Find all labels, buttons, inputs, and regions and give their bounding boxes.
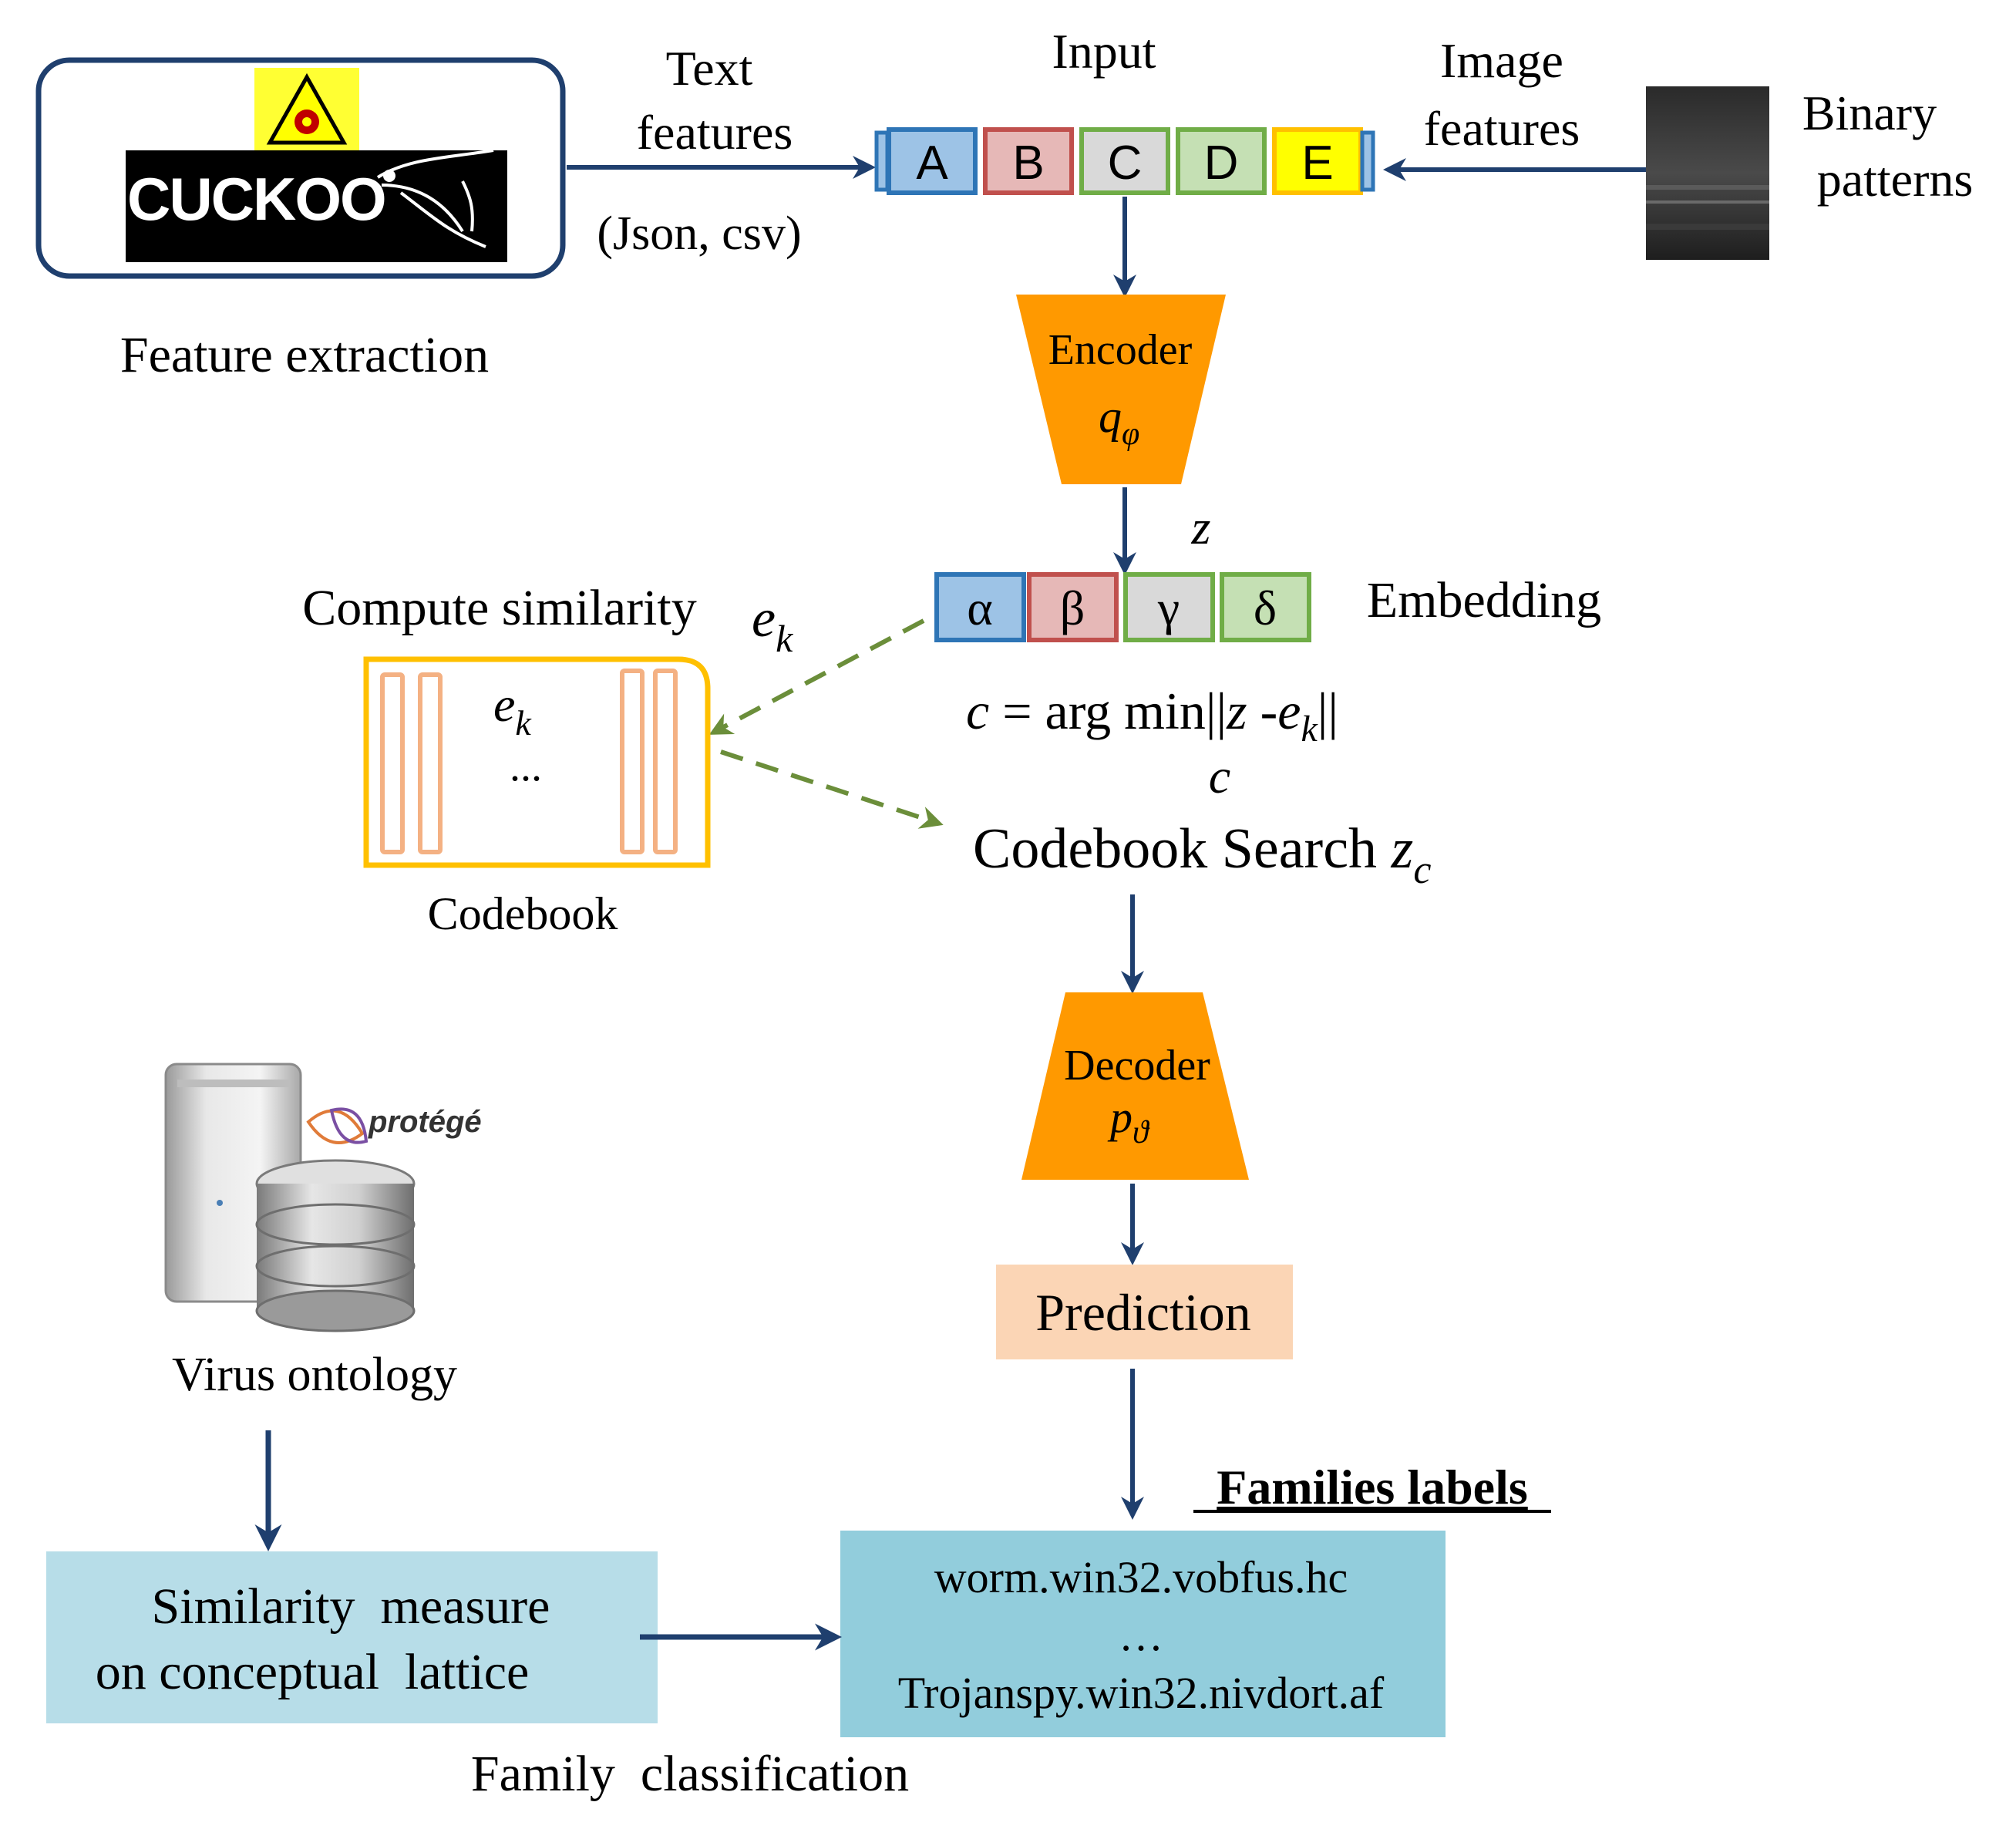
server-database-icon [164, 1063, 416, 1332]
input-title: Input [1052, 24, 1156, 79]
families-item-2: … [1119, 1610, 1163, 1660]
embedding-cell-beta-label: β [1060, 581, 1085, 635]
binary-patterns-line2: patterns [1817, 152, 1974, 207]
input-cell-d [1176, 127, 1267, 195]
embedding-cell-gamma [1123, 572, 1215, 642]
embedding-cell-gamma-label: γ [1157, 581, 1180, 635]
encoder-trapezoid [1016, 295, 1226, 484]
argmin-subscript: c [1209, 749, 1230, 803]
biohazard-icon [266, 72, 348, 145]
input-cell-a-label: A [916, 136, 948, 190]
embedding-vector: α β γ δ [934, 572, 1311, 642]
decoder-label: Decoder [1064, 1042, 1210, 1090]
input-vector: A B C D E [874, 127, 1375, 195]
similarity-measure-line1: Similarity measure [152, 1578, 550, 1635]
compute-similarity-ek: ek [752, 589, 793, 660]
cuckoo-bird-icon [376, 149, 494, 248]
text-features-formats: (Json, csv) [597, 207, 801, 260]
cuckoo-logo-text: CUCKOO [127, 165, 385, 233]
families-item-1: worm.win32.vobfus.hc [934, 1552, 1348, 1602]
codebook-dots: ... [510, 743, 542, 790]
input-cell-a [887, 127, 978, 195]
prediction-box [996, 1265, 1293, 1359]
argmin-formula: c = arg min||z -ek|| [966, 682, 1338, 749]
input-cell-e-label: E [1301, 136, 1333, 190]
feature-extraction-caption: Feature extraction [120, 327, 489, 383]
embedding-cell-alpha-label: α [967, 581, 993, 635]
embedding-label: Embedding [1367, 572, 1601, 628]
family-classification-caption: Family classification [471, 1746, 909, 1802]
prediction-label: Prediction [1035, 1283, 1251, 1342]
input-cell-c-label: C [1108, 136, 1143, 190]
protege-logo-icon [306, 1107, 369, 1144]
compute-similarity-label: Compute similarity [302, 580, 696, 636]
input-cell-b [983, 127, 1074, 195]
families-title: Families labels [1217, 1460, 1528, 1514]
embedding-cell-delta-label: δ [1254, 581, 1277, 635]
codebook-to-search-dashed-arrow [720, 749, 944, 829]
similarity-measure-box [46, 1551, 658, 1723]
codebook-bar-1 [380, 672, 405, 854]
image-features-line1: Image [1440, 33, 1563, 88]
text-features-line2: features [637, 105, 793, 160]
families-box [840, 1531, 1446, 1737]
binary-patterns-line1: Binary [1802, 86, 1937, 140]
codebook-bar-2 [418, 672, 443, 854]
input-cell-b-label: B [1012, 136, 1044, 190]
feature-extraction-block: CUCKOO Feature extraction [35, 57, 566, 383]
codebook-bar-4 [653, 669, 678, 854]
codebook-box: ek ... [363, 656, 711, 868]
binary-pattern-image [1646, 86, 1769, 260]
encoder-symbol: qφ [1099, 391, 1139, 452]
embedding-cell-delta [1220, 572, 1311, 642]
decoder-symbol: pϑ [1107, 1092, 1150, 1150]
embedding-cell-alpha [934, 572, 1026, 642]
protege-label: protégé [368, 1105, 482, 1139]
encoder-label: Encoder [1048, 326, 1193, 374]
image-features-line2: features [1424, 101, 1580, 156]
embedding-z-label: z [1191, 500, 1211, 554]
codebook-caption: Codebook [428, 888, 618, 939]
input-cell-c [1079, 127, 1170, 195]
similarity-measure-line2: on conceptual lattice [96, 1644, 530, 1700]
input-cell-d-label: D [1204, 136, 1239, 190]
families-item-3: Trojanspy.win32.nivdort.af [898, 1668, 1385, 1718]
codebook-ek: ek [493, 677, 532, 743]
decoder-trapezoid [1021, 992, 1249, 1180]
virus-ontology-caption: Virus ontology [172, 1349, 457, 1401]
codebook-search-label: Codebook Search zc [973, 817, 1431, 892]
embedding-cell-beta [1027, 572, 1119, 642]
embedding-to-codebook-dashed-arrow [708, 618, 925, 735]
text-features-line1: Text [666, 41, 753, 96]
codebook-bar-3 [620, 669, 645, 854]
